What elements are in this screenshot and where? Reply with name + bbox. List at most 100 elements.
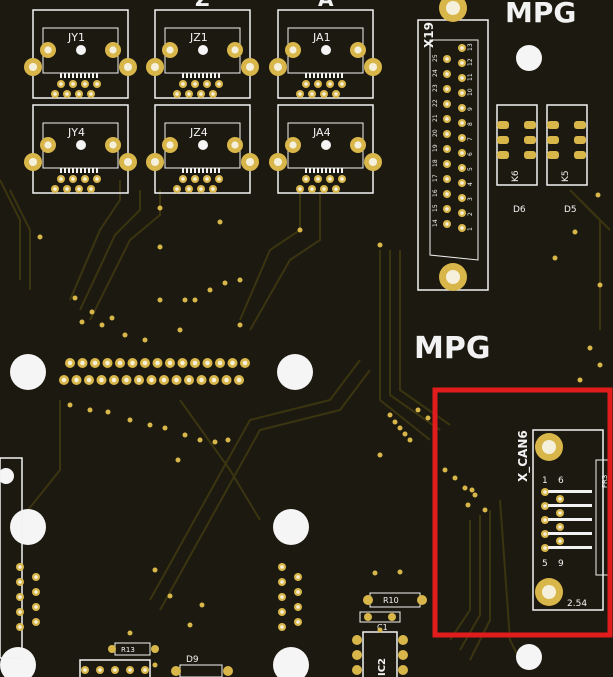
fr3-label: FR3 [601,475,609,488]
x19-pin-number: 6 [467,152,474,156]
x19-pin-number: 25 [432,54,439,62]
x19-pin-number: 4 [467,182,474,186]
pin-9-label: 9 [558,559,564,569]
via [177,327,183,333]
ja1-label: JA1 [312,31,331,44]
svg-text:C1: C1 [377,623,388,632]
via [127,630,133,636]
connector-jy4: JY4 [24,104,137,194]
via [482,507,488,513]
jy1-label: JY1 [67,31,85,44]
via [89,309,95,315]
svg-text:R13: R13 [121,646,135,654]
x19-pin-number: 15 [432,204,439,212]
via [182,297,188,303]
pitch-label: 2.54 [567,599,587,609]
mounting-hole [0,468,14,484]
connector-jz4: JZ4 [146,104,259,194]
d9-diode: D9 [171,655,233,677]
mounting-hole [10,354,46,390]
pin-5-label: 5 [542,559,548,569]
via [377,242,383,248]
connector-jy1: JY1 [24,9,137,99]
via [407,437,413,443]
mounting-hole [516,45,542,71]
svg-text:R10: R10 [383,596,399,605]
via [377,627,383,633]
ic2-chip: IC2 [352,631,408,677]
ja4-label: JA4 [312,126,331,139]
k6-label: K6 [511,170,521,182]
svg-text:IC2: IC2 [377,658,388,676]
via [152,662,158,668]
x19-pin-number: 16 [432,189,439,197]
x19-pin-number: 1 [467,227,474,231]
left-connector-outline [0,457,23,659]
via [167,593,173,599]
vias [37,192,603,668]
via [392,419,398,425]
via [595,192,601,198]
via [152,567,158,573]
via [197,437,203,443]
via [157,205,163,211]
jz1-label: JZ1 [189,31,208,44]
x19-pin-number: 17 [432,174,439,182]
via [587,345,593,351]
via [182,432,188,438]
via [199,602,205,608]
via [72,295,78,301]
via [157,297,163,303]
pin-header-row [59,358,250,385]
via [175,457,181,463]
connector-jz1: JZ1 [146,9,259,99]
via [187,622,193,628]
x19-pin-number: 18 [432,159,439,167]
via [577,377,583,383]
x19-connector: 2524232221201918171615141312111098765432… [417,0,489,291]
via [397,425,403,431]
via [157,244,163,250]
via [147,422,153,428]
via [109,315,115,321]
jz4-label: JZ4 [189,126,208,139]
mounting-hole [273,647,309,677]
x19-pin-number: 3 [467,197,474,201]
mounting-hole [0,647,36,677]
via [397,569,403,575]
via [105,409,111,415]
mounting-hole [277,354,313,390]
x19-pin-number: 9 [467,107,474,111]
mounting-hole [273,509,309,545]
x19-pin-number: 23 [432,84,439,92]
via [297,227,303,233]
x19-pin-number: 10 [467,88,474,96]
via [597,282,603,288]
x19-pin-number: 24 [432,69,439,77]
via [217,219,223,225]
pin-6-label: 6 [558,476,564,486]
via [212,439,218,445]
x19-pin-number: 11 [467,73,474,81]
via [377,452,383,458]
x19-pin-number: 22 [432,99,439,107]
via [222,280,228,286]
via [452,475,458,481]
via [469,487,475,493]
x19-pin-number: 12 [467,58,474,66]
mounting-hole [10,509,46,545]
x-can6-connector: X_CAN6 1 6 5 9 2.54 FR3 [516,429,611,611]
via [162,425,168,431]
highlight-box [432,387,613,638]
via [122,332,128,338]
via [472,492,478,498]
x19-pin-number: 13 [467,43,474,51]
bottom-connector-outline [79,659,151,677]
via [79,319,85,325]
via [87,407,93,413]
via [192,297,198,303]
mpg-label-top: MPG [505,0,576,29]
x19-pin-number: 5 [467,167,474,171]
rj-connector-blocks: JY1JZ1JA1JY4JZ4JA4ZA [24,0,382,194]
k5-label: K5 [561,170,571,182]
